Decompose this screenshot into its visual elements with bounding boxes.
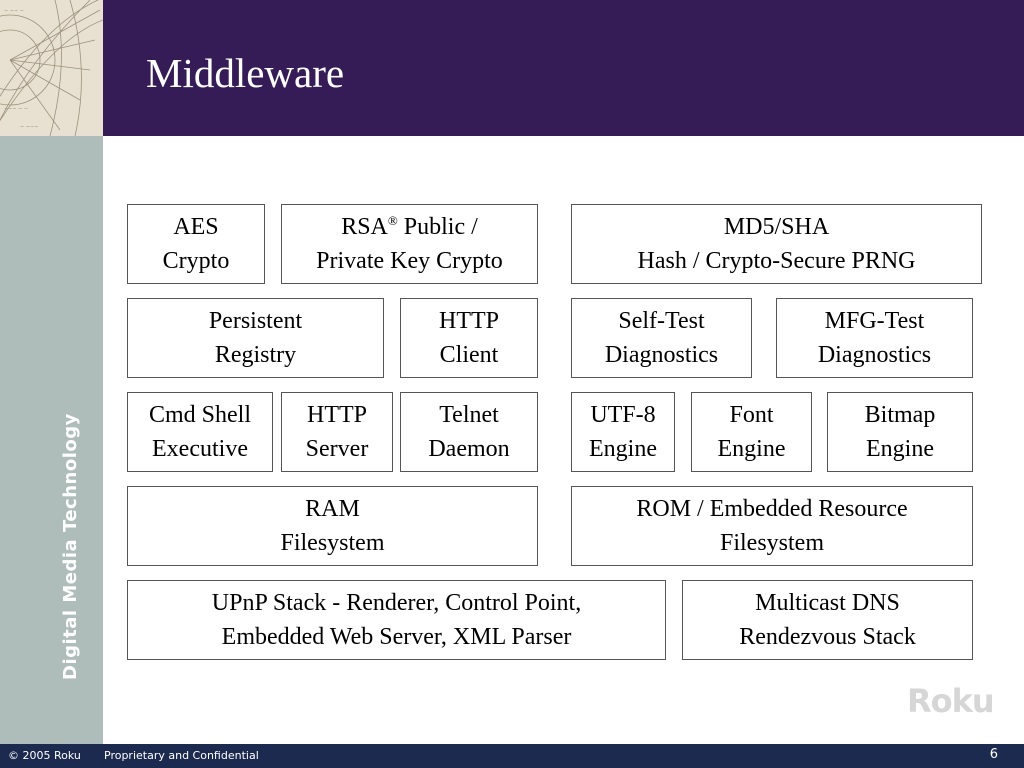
box-line: MD5/SHA bbox=[723, 214, 830, 240]
ram-filesystem-box: RAM Filesystem bbox=[127, 486, 538, 566]
svg-text:~ ~~~: ~ ~~~ bbox=[20, 124, 38, 130]
aes-crypto-box: AES Crypto bbox=[127, 204, 265, 284]
md5-sha-box: MD5/SHA Hash / Crypto-Secure PRNG bbox=[571, 204, 982, 284]
svg-text:~~~ ~ ~: ~~~ ~ ~ bbox=[4, 106, 28, 112]
rsa-crypto-box: RSA® Public / Private Key Crypto bbox=[281, 204, 538, 284]
box-line: Multicast DNS bbox=[755, 590, 900, 616]
box-line: Engine bbox=[866, 436, 934, 462]
box-line: Engine bbox=[717, 436, 786, 462]
box-line: HTTP bbox=[439, 308, 499, 334]
box-line: Embedded Web Server, XML Parser bbox=[221, 624, 572, 650]
box-line: Daemon bbox=[428, 436, 510, 462]
slide-title: Middleware bbox=[146, 50, 345, 96]
box-line: AES bbox=[173, 214, 219, 240]
box-line: ROM / Embedded Resource bbox=[636, 496, 908, 522]
box-line: MFG-Test bbox=[824, 308, 925, 334]
box-line: UPnP Stack - Renderer, Control Point, bbox=[211, 590, 582, 616]
footer-copyright: © 2005 Roku bbox=[8, 749, 81, 762]
page-number: 6 bbox=[989, 747, 998, 762]
svg-text:~ ~~ ~: ~ ~~ ~ bbox=[4, 8, 24, 14]
http-server-box: HTTP Server bbox=[281, 392, 393, 472]
multicast-dns-box: Multicast DNS Rendezvous Stack bbox=[682, 580, 973, 660]
box-line: HTTP bbox=[306, 402, 367, 428]
rsa-text-rest: Public / bbox=[397, 214, 478, 240]
box-line: Server bbox=[305, 436, 369, 462]
header-sketch-image: ~ ~~ ~ ~~~ ~ ~ ~ ~~~ bbox=[0, 0, 103, 136]
box-line: Font bbox=[729, 402, 774, 428]
box-line: Rendezvous Stack bbox=[739, 624, 916, 650]
roku-logo: Roku bbox=[907, 682, 995, 720]
box-line: Hash / Crypto-Secure PRNG bbox=[637, 248, 916, 274]
box-line: Persistent bbox=[208, 308, 303, 334]
box-line: Executive bbox=[152, 436, 248, 462]
box-line: UTF-8 bbox=[590, 402, 656, 428]
box-line: Telnet bbox=[439, 402, 499, 428]
box-line: RAM bbox=[305, 496, 360, 522]
box-line: Filesystem bbox=[280, 530, 385, 556]
rsa-text: RSA bbox=[341, 214, 388, 240]
footer-bar: © 2005 Roku Proprietary and Confidential… bbox=[0, 744, 1024, 768]
box-line: Client bbox=[439, 342, 499, 368]
footer-confidential: Proprietary and Confidential bbox=[104, 749, 259, 762]
sidebar-label: Digital Media Technology bbox=[60, 413, 81, 680]
box-line: Crypto bbox=[162, 248, 230, 274]
box-line: Diagnostics bbox=[817, 342, 932, 368]
box-line: Registry bbox=[214, 342, 297, 368]
box-line: Diagnostics bbox=[604, 342, 719, 368]
box-line: Self-Test bbox=[618, 308, 705, 334]
box-line: Private Key Crypto bbox=[316, 248, 503, 274]
box-line: Bitmap bbox=[864, 402, 936, 428]
sidebar: Digital Media Technology bbox=[0, 136, 103, 744]
http-client-box: HTTP Client bbox=[400, 298, 538, 378]
header-band bbox=[103, 0, 1024, 136]
box-line: RSA® Public / bbox=[316, 210, 503, 244]
box-line: Engine bbox=[589, 436, 657, 462]
box-line: Cmd Shell bbox=[148, 402, 251, 428]
upnp-stack-box: UPnP Stack - Renderer, Control Point, Emb… bbox=[127, 580, 666, 660]
registered-mark: ® bbox=[387, 213, 398, 228]
box-line: Filesystem bbox=[719, 530, 824, 556]
